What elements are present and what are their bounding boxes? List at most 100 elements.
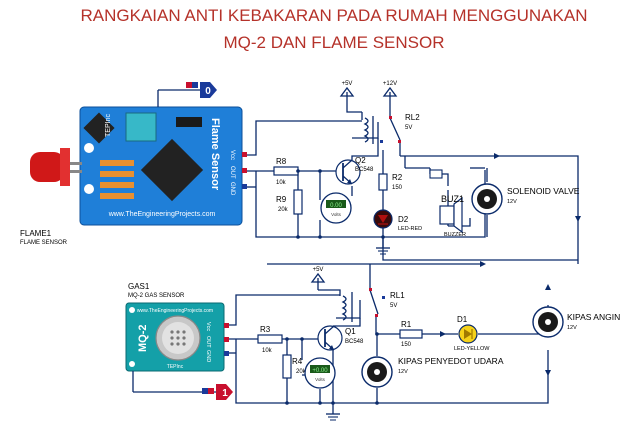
flame-pin-stub — [242, 152, 247, 157]
transistor-q2[interactable]: Q2 BC548 — [335, 156, 374, 185]
ground-bottom — [326, 403, 340, 421]
flame-ref: FLAME1 — [20, 229, 52, 238]
r3-ref: R3 — [260, 325, 271, 334]
flow-arrow-icon — [545, 284, 551, 290]
supply-12v-top: +12V — [382, 81, 398, 104]
r8-value: 10k — [276, 180, 287, 186]
ic-chip-icon — [140, 138, 204, 202]
supply-5v-bottom: +5V — [310, 267, 326, 290]
gas-pin-stub — [224, 351, 229, 356]
led-d1[interactable]: D1 LED-YELLOW — [454, 315, 490, 352]
resistor-r9[interactable]: R9 20k — [276, 189, 303, 215]
flow-arrow-icon — [440, 331, 446, 337]
mount-hole-icon — [129, 361, 135, 367]
vm-top-unit: Volts — [331, 212, 342, 217]
d1-ref: D1 — [457, 315, 468, 324]
flame-pin-gnd: GND — [229, 182, 235, 196]
supply-12v-top-label: +12V — [383, 81, 397, 87]
rl1-ref: RL1 — [390, 291, 405, 300]
d2-value: LED-RED — [398, 226, 422, 232]
q2-ref: Q2 — [355, 156, 366, 165]
resistor-r2[interactable]: R2 150 — [378, 173, 403, 191]
solenoid-value: 12V — [507, 199, 517, 205]
gas-mesh-icon — [170, 330, 186, 346]
relay-rl1[interactable]: RL1 5V — [341, 288, 405, 322]
gas-pin-out: OUT — [205, 336, 211, 348]
flame-brand-text: TEPInc — [105, 114, 112, 137]
supply-5v-top-label: +5V — [342, 81, 353, 87]
r3-value: 10k — [262, 348, 273, 354]
gas-pin-stub — [224, 337, 229, 342]
solenoid-label: SOLENOID VALVE — [507, 186, 580, 196]
rl2-ref: RL2 — [405, 113, 420, 122]
potentiometer-icon — [125, 112, 157, 142]
solenoid-valve-motor[interactable]: SOLENOID VALVE 12V — [471, 183, 580, 215]
r4-value: 20k — [296, 369, 307, 375]
flame-sensor-module[interactable]: TEPInc Flame Sensor www.TheEngineeringPr… — [30, 106, 243, 226]
fan1-value: 12V — [398, 369, 408, 375]
q2-value: BC548 — [355, 167, 374, 173]
resistor-r3[interactable]: R3 10k — [257, 325, 283, 354]
q1-ref: Q1 — [345, 327, 356, 336]
flow-arrow-icon — [480, 261, 486, 267]
gas-pin-vcc: Vcc — [205, 322, 211, 331]
rl2-value: 5V — [405, 125, 412, 131]
vm-bottom-reading: +0.00 — [312, 368, 328, 374]
terminal-gas-value: 1 — [222, 388, 228, 399]
resistor-r4[interactable]: R4 20k — [282, 354, 307, 379]
gas-brand-text: TEPInc — [167, 364, 184, 370]
resistor-r8[interactable]: R8 10k — [273, 157, 299, 186]
r2-ref: R2 — [392, 173, 403, 182]
gas-board-name: MQ-2 — [137, 325, 149, 353]
mount-hole-icon — [84, 143, 94, 153]
r8-ref: R8 — [276, 157, 287, 166]
flame-board-name: Flame Sensor — [209, 118, 221, 191]
title-line-2: MQ-2 DAN FLAME SENSOR — [223, 33, 444, 52]
d2-ref: D2 — [398, 215, 409, 224]
flame-site-text: www.TheEngineeringProjects.com — [108, 211, 216, 218]
gas-desc: MQ-2 GAS SENSOR — [128, 293, 185, 299]
q1-value: BC548 — [345, 339, 364, 345]
buz1-value: BUZZER — [444, 232, 466, 238]
r4-ref: R4 — [292, 357, 303, 366]
gas-ref: GAS1 — [128, 282, 150, 291]
led-indicator-icon — [83, 112, 115, 144]
junction-dots — [285, 169, 385, 405]
d1-value: LED-YELLOW — [454, 346, 490, 352]
vm-bottom-unit: Volts — [315, 377, 326, 382]
gas-pin-stub — [224, 323, 229, 328]
resistor-r1[interactable]: R1 150 — [399, 320, 423, 348]
fan-kipas-angin[interactable]: KIPAS ANGIN 12V — [532, 306, 620, 338]
flame-pin-stub — [242, 184, 247, 189]
buzzer-buz1[interactable]: BUZ1 BUZZER — [439, 194, 466, 238]
led-d2[interactable]: D2 LED-RED — [373, 209, 422, 232]
fan1-label: KIPAS PENYEDOT UDARA — [398, 356, 504, 366]
transistor-q1[interactable]: Q1 BC548 — [317, 325, 364, 351]
r9-ref: R9 — [276, 195, 287, 204]
flame-pin-vcc: Vcc — [229, 150, 235, 160]
flow-arrow-icon — [494, 153, 500, 159]
fan2-value: 12V — [567, 325, 577, 331]
gas-site-text: www.TheEngineeringProjects.com — [137, 308, 213, 314]
flame-pin-out: OUT — [229, 166, 235, 179]
fan2-label: KIPAS ANGIN — [567, 312, 620, 322]
voltmeter-top[interactable]: 0.00 Volts — [320, 192, 352, 224]
terminal-flame[interactable]: 0 — [157, 82, 217, 107]
mount-hole-icon — [84, 184, 94, 194]
fan-kipas-penyedot-udara[interactable]: KIPAS PENYEDOT UDARA 12V — [361, 356, 504, 388]
switch-top[interactable] — [429, 169, 443, 179]
gas-pin-gnd: GND — [205, 350, 211, 362]
r2-value: 150 — [392, 185, 403, 191]
ground-top — [376, 237, 390, 255]
gas-sensor-module[interactable]: MQ-2 www.TheEngineeringProjects.com TEPI… — [125, 302, 225, 372]
r1-value: 150 — [401, 342, 412, 348]
terminal-flame-value: 0 — [205, 86, 211, 97]
terminal-gas[interactable]: 1 — [132, 371, 233, 400]
flame-ir-led-icon — [30, 148, 82, 186]
rl1-value: 5V — [390, 303, 397, 309]
voltmeter-bottom[interactable]: +0.00 Volts — [304, 357, 336, 389]
relay-rl2[interactable]: RL2 5V — [363, 113, 420, 144]
title-line-1: RANGKAIAN ANTI KEBAKARAN PADA RUMAH MENG… — [81, 6, 588, 25]
